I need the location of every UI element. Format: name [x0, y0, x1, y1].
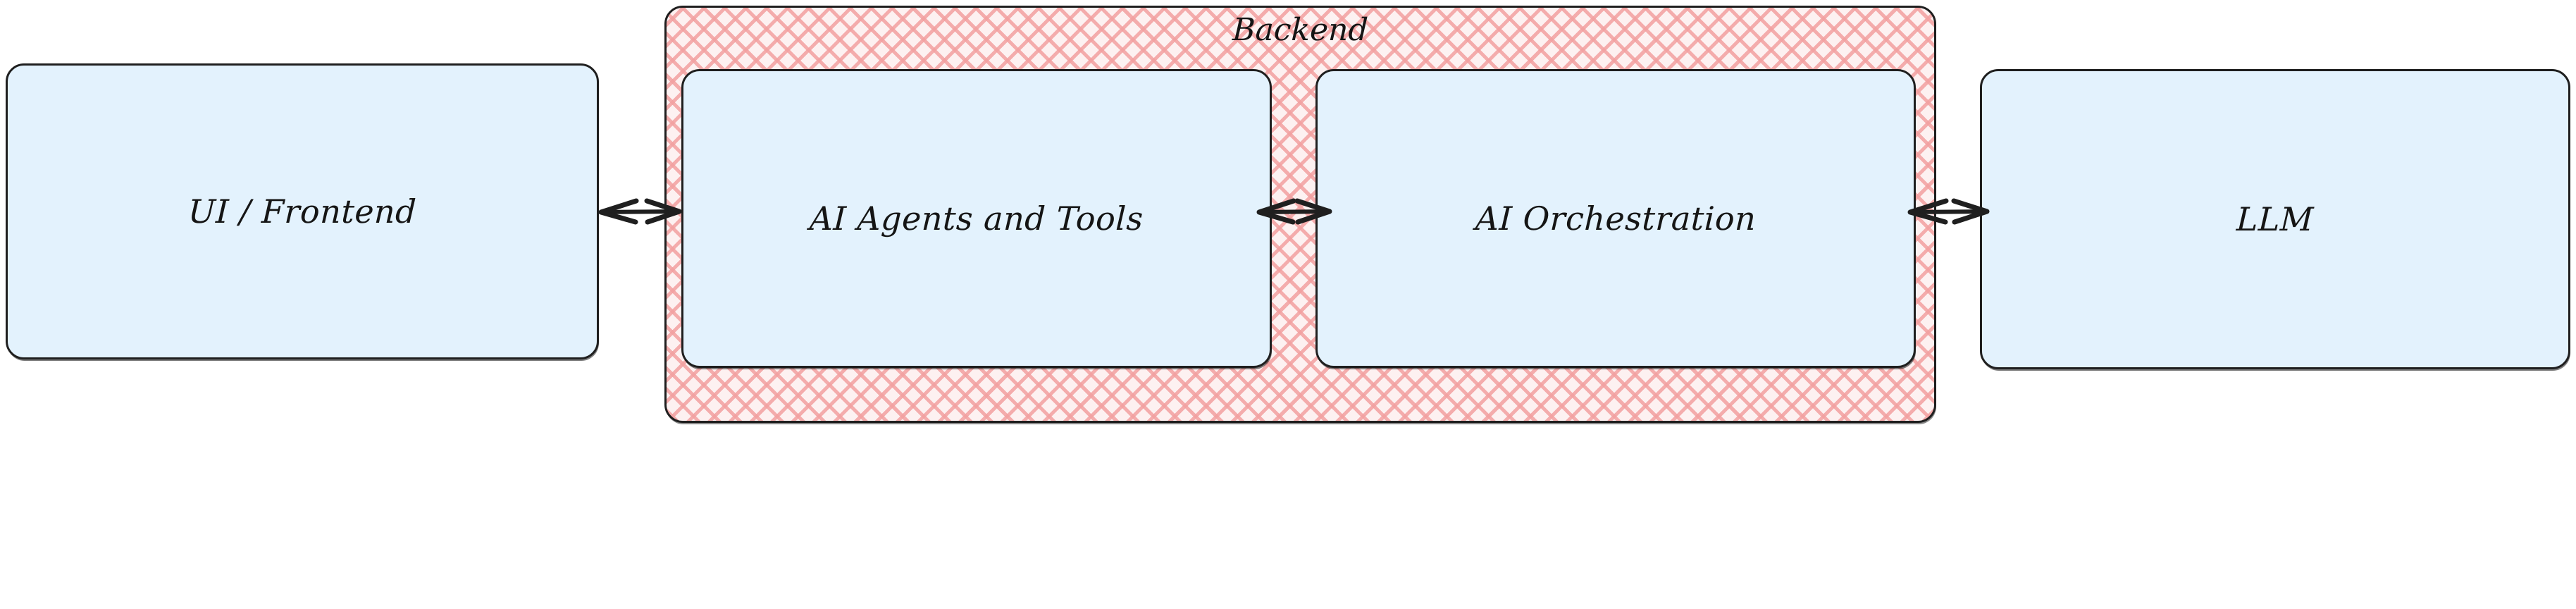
- node-llm[interactable]: LLM: [1980, 69, 2570, 369]
- node-ui-frontend-label: UI / Frontend: [187, 192, 418, 230]
- node-ai-agents-and-tools[interactable]: AI Agents and Tools: [681, 69, 1272, 368]
- node-ai-agents-and-tools-label: AI Agents and Tools: [809, 199, 1144, 238]
- node-ai-orchestration-label: AI Orchestration: [1474, 199, 1757, 238]
- node-ui-frontend[interactable]: UI / Frontend: [6, 63, 599, 359]
- node-llm-label: LLM: [2236, 200, 2315, 238]
- node-ai-orchestration[interactable]: AI Orchestration: [1315, 69, 1916, 368]
- cluster-backend-label: Backend: [1232, 12, 1369, 48]
